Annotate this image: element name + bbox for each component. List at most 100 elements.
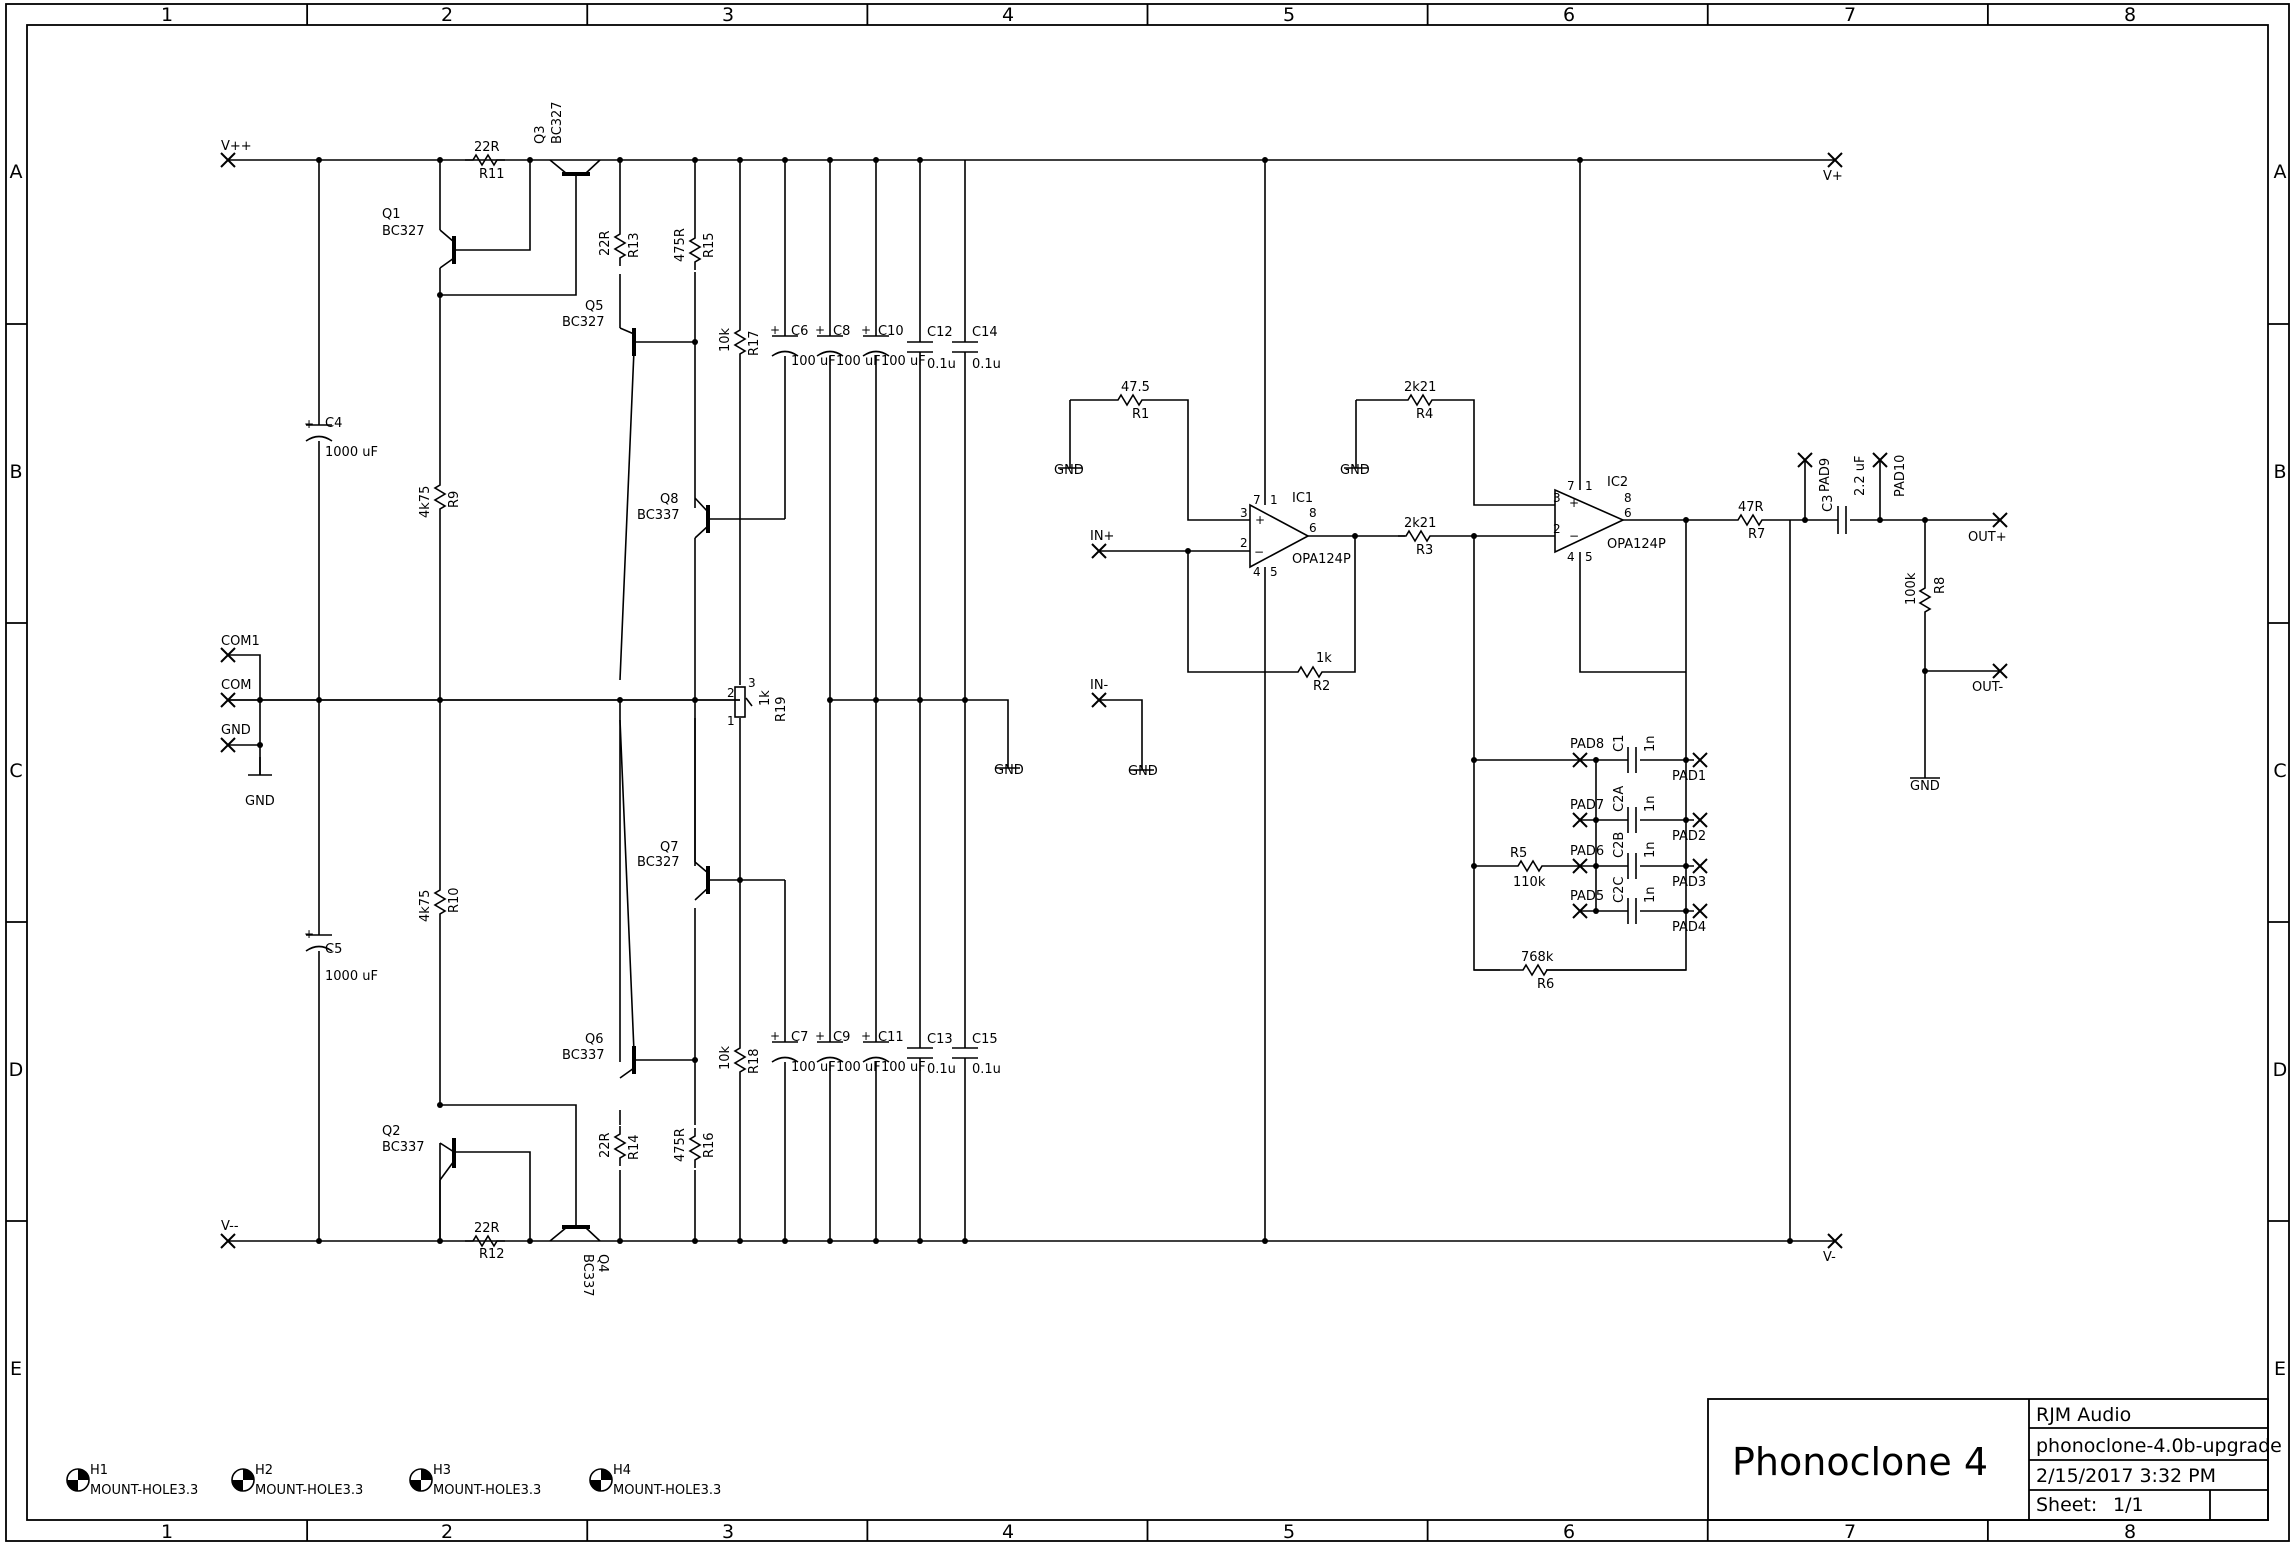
drawing-frame	[5, 3, 2290, 1542]
col-label: 5	[1283, 1521, 1295, 1543]
c5-name: C5	[325, 942, 342, 957]
ic2-pin8: 8	[1624, 491, 1632, 505]
title-block: Phonoclone 4 RJM Audio phonoclone-4.0b-u…	[1707, 1398, 2282, 1521]
r6-name: R6	[1537, 977, 1554, 992]
r16-symbol	[689, 1127, 701, 1169]
c4-c5-branch: + + C4 1000 uF C5 1000 uF	[304, 157, 378, 1244]
ic2-pin2: 2	[1553, 522, 1561, 536]
r10-symbol	[434, 881, 446, 923]
port-label-in-minus: IN-	[1090, 678, 1109, 693]
pad6-label: PAD6	[1570, 844, 1604, 859]
q4-name: Q4	[595, 1254, 610, 1273]
r14-symbol	[614, 1125, 626, 1167]
r3-symbol	[1397, 530, 1439, 542]
r8-symbol	[1919, 579, 1931, 621]
r7-symbol	[1729, 514, 1771, 526]
pad7-label: PAD7	[1570, 798, 1604, 813]
col-label: 5	[1283, 4, 1295, 26]
port-label-vplus: V+	[1823, 169, 1843, 184]
port-label-vmm: V--	[221, 1219, 239, 1234]
c6-name: C6	[791, 324, 808, 339]
pad3-label: PAD3	[1672, 875, 1706, 890]
ic2-pin5: 5	[1585, 550, 1593, 564]
q3-type: BC327	[550, 101, 565, 144]
col-label: 7	[1844, 4, 1856, 26]
regulator-core: 22R R13 22R R14 Q5 BC327 Q6 BC337 475R R…	[562, 157, 789, 1244]
h4-name: H4	[613, 1463, 631, 1478]
col-label: 2	[441, 1521, 453, 1543]
pad1-marker[interactable]	[1692, 752, 1708, 768]
pad3-marker[interactable]	[1692, 858, 1708, 874]
r7-name: R7	[1748, 527, 1765, 542]
h4-type: MOUNT-HOLE3.3	[613, 1483, 721, 1498]
svg-text:+: +	[770, 323, 780, 337]
gnd-label: GND	[1128, 764, 1158, 779]
port-label-out-minus: OUT-	[1972, 680, 2003, 695]
c10-name: C10	[878, 324, 904, 339]
gnd-label: GND	[1054, 463, 1084, 478]
q5-name: Q5	[585, 299, 604, 314]
c8-value: 100 uF	[836, 354, 881, 369]
mount-hole-h1: H1 MOUNT-HOLE3.3	[66, 1463, 198, 1498]
c6-value: 100 uF	[791, 354, 836, 369]
row-label: D	[9, 1059, 24, 1081]
svg-text:+: +	[861, 1029, 871, 1043]
q7-type: BC327	[637, 855, 680, 870]
col-label: 1	[161, 1521, 173, 1543]
mount-holes: H1 MOUNT-HOLE3.3 H2 MOUNT-HOLE3.3 H3 MOU…	[66, 1463, 721, 1498]
c3-value: 2.2 uF	[1853, 455, 1868, 496]
svg-text:+: +	[304, 417, 314, 431]
r8-value: 100k	[1904, 572, 1919, 605]
port-label-vpp: V++	[221, 139, 252, 154]
pad4-marker[interactable]	[1692, 903, 1708, 919]
r16-name: R16	[702, 1132, 717, 1158]
c7-name: C7	[791, 1030, 808, 1045]
c1-name: C1	[1612, 735, 1627, 752]
h2-type: MOUNT-HOLE3.3	[255, 1483, 363, 1498]
pad2-marker[interactable]	[1692, 812, 1708, 828]
r18-value: 10k	[718, 1045, 733, 1070]
c12-value: 0.1u	[927, 357, 956, 372]
h1-type: MOUNT-HOLE3.3	[90, 1483, 198, 1498]
col-label: 3	[722, 1521, 734, 1543]
svg-text:+: +	[861, 323, 871, 337]
r2-name: R2	[1313, 679, 1330, 694]
c4-value: 1000 uF	[325, 445, 378, 460]
ic1-symbol	[1249, 503, 1310, 569]
grid-labels: 1 2 3 4 5 6 7 8 1 2 3 4 5 6 7 8 A B C D …	[9, 4, 2288, 1543]
pad4-label: PAD4	[1672, 920, 1706, 935]
ic2-pin1: 1	[1585, 479, 1593, 493]
q8-name: Q8	[660, 492, 679, 507]
c9-name: C9	[833, 1030, 850, 1045]
output-stage: 47R R7 PAD9 PAD10 C3 2.2 uF OUT+ 100k R8…	[1729, 152, 2008, 1265]
col-label: 8	[2124, 1521, 2136, 1543]
q7-name: Q7	[660, 840, 679, 855]
r17-value: 10k	[718, 327, 733, 352]
c12-name: C12	[927, 325, 953, 340]
r1-value: 47.5	[1121, 380, 1150, 395]
company-text: RJM Audio	[2036, 1404, 2131, 1426]
col-label: 2	[441, 4, 453, 26]
ic2-stage: 2k21 R3 GND 2k21 R4 + − 3 2 7 1 8 6 4 5 …	[1340, 157, 1730, 992]
svg-text:+: +	[815, 1029, 825, 1043]
row-label: E	[10, 1358, 22, 1380]
file-name-text: phonoclone-4.0b-upgrade	[2036, 1435, 2282, 1457]
r14-value: 22R	[598, 1132, 613, 1158]
c2a-name: C2A	[1612, 786, 1627, 812]
c13-value: 0.1u	[927, 1062, 956, 1077]
ic1-pin8: 8	[1309, 506, 1317, 520]
r4-value: 2k21	[1404, 380, 1436, 395]
h3-type: MOUNT-HOLE3.3	[433, 1483, 541, 1498]
r1-symbol	[1109, 394, 1151, 406]
r5-symbol	[1509, 860, 1551, 872]
q2-name: Q2	[382, 1124, 401, 1139]
col-label: 1	[161, 4, 173, 26]
c4-name: C4	[325, 416, 342, 431]
c2b-value: 1n	[1643, 841, 1658, 858]
ic2-pin7: 7	[1567, 479, 1575, 493]
left-ports: V++ V-- COM1 COM GND GND	[220, 139, 275, 1249]
c14-value: 0.1u	[972, 357, 1001, 372]
r19-pin3: 3	[748, 676, 756, 690]
gnd-label: GND	[1910, 779, 1940, 794]
r17-name: R17	[747, 330, 762, 356]
